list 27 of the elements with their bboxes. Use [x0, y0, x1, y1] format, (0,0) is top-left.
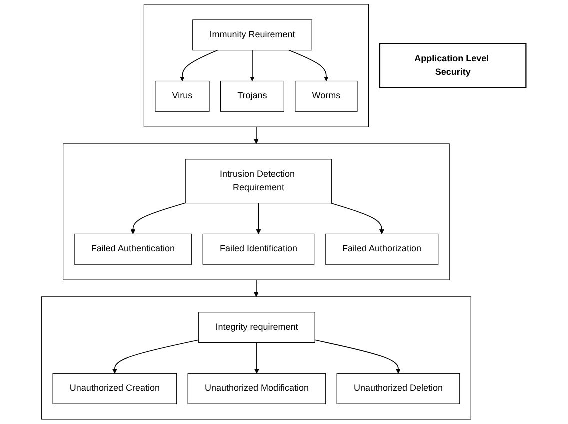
- cluster: [63, 144, 450, 280]
- node-box: Unauthorized Creation: [52, 373, 178, 404]
- arrow: [250, 50, 255, 82]
- arrow: [254, 126, 259, 144]
- node-box: Worms: [295, 80, 358, 112]
- node-box: Intrusion Detection Requirement: [185, 159, 332, 204]
- cluster: [42, 296, 472, 420]
- node-box: Failed Authentication: [74, 234, 192, 265]
- node-box: Unauthorized Modification: [188, 373, 326, 404]
- arrow: [112, 340, 200, 374]
- cluster: [144, 4, 370, 128]
- node-box: Virus: [155, 80, 210, 112]
- node-box: Trojans: [220, 80, 284, 112]
- node-box: Application Level Security: [379, 43, 527, 88]
- arrow: [330, 202, 384, 234]
- arrow: [254, 342, 260, 374]
- node-box: Integrity requirement: [198, 312, 316, 344]
- node-box: Unauthorized Deletion: [336, 373, 460, 404]
- arrow: [130, 202, 186, 234]
- arrow: [314, 340, 401, 374]
- node-box: Immunity Reuirement: [192, 20, 312, 51]
- arrow: [256, 202, 262, 234]
- arrow: [288, 50, 329, 82]
- arrow: [180, 50, 218, 82]
- node-box: Failed Authorization: [325, 234, 439, 265]
- arrow: [254, 280, 259, 298]
- node-box: Failed Identification: [202, 234, 315, 265]
